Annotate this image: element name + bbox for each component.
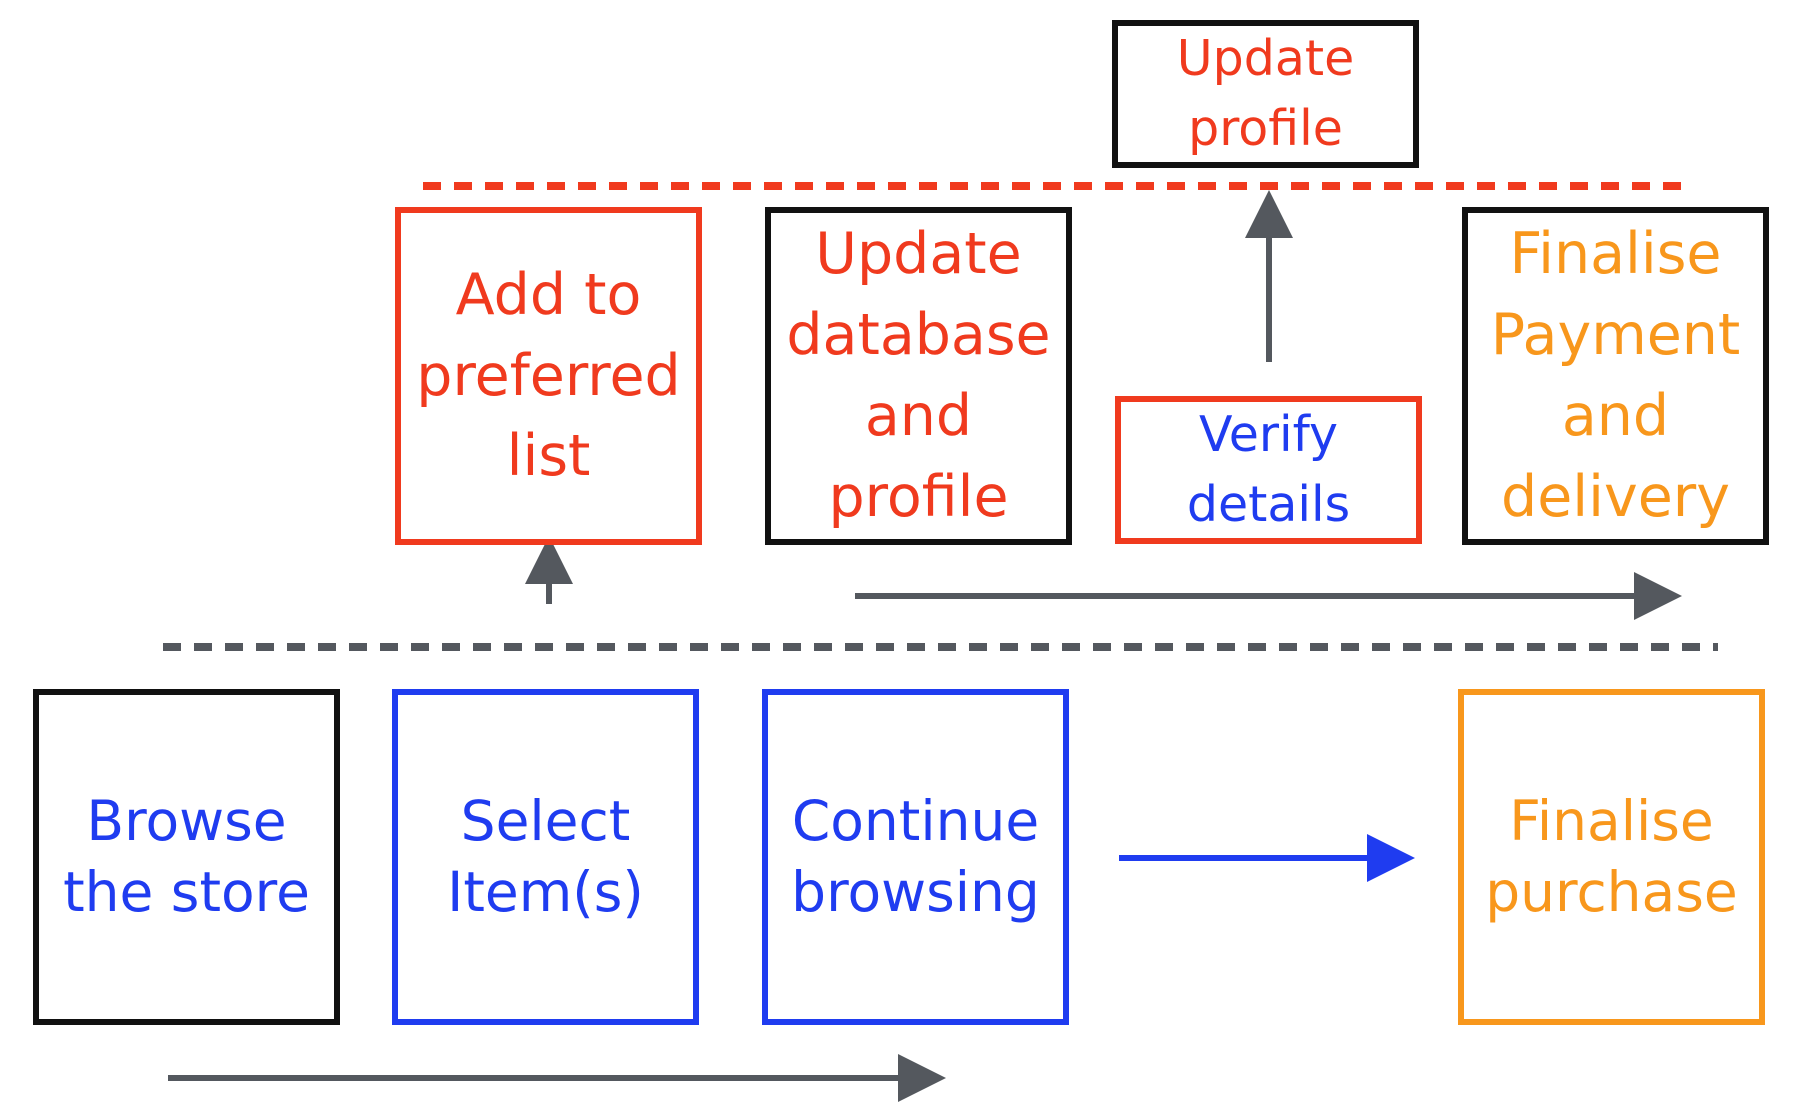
select-items-label: Select Item(s) [447, 788, 644, 925]
finalise-purchase-label: Finalise purchase [1485, 788, 1738, 925]
update-database-profile-label: Update database and profile [786, 221, 1051, 530]
verify-details-box[interactable]: Verify details [1115, 396, 1422, 544]
continue-browsing-label: Continue browsing [791, 788, 1040, 925]
browse-store-box[interactable]: Browse the store [33, 689, 340, 1025]
finalise-payment-delivery-box[interactable]: Finalise Payment and delivery [1462, 207, 1769, 545]
add-preferred-list-label: Add to preferred list [416, 261, 681, 490]
update-profile-label: Update profile [1176, 30, 1355, 157]
verify-details-label: Verify details [1186, 406, 1351, 533]
finalise-payment-delivery-label: Finalise Payment and delivery [1490, 221, 1741, 530]
browse-store-label: Browse the store [63, 788, 310, 925]
continue-browsing-box[interactable]: Continue browsing [762, 689, 1069, 1025]
add-preferred-list-box[interactable]: Add to preferred list [395, 207, 702, 545]
update-profile-box[interactable]: Update profile [1112, 20, 1419, 168]
update-database-profile-box[interactable]: Update database and profile [765, 207, 1072, 545]
finalise-purchase-box[interactable]: Finalise purchase [1458, 689, 1765, 1025]
select-items-box[interactable]: Select Item(s) [392, 689, 699, 1025]
